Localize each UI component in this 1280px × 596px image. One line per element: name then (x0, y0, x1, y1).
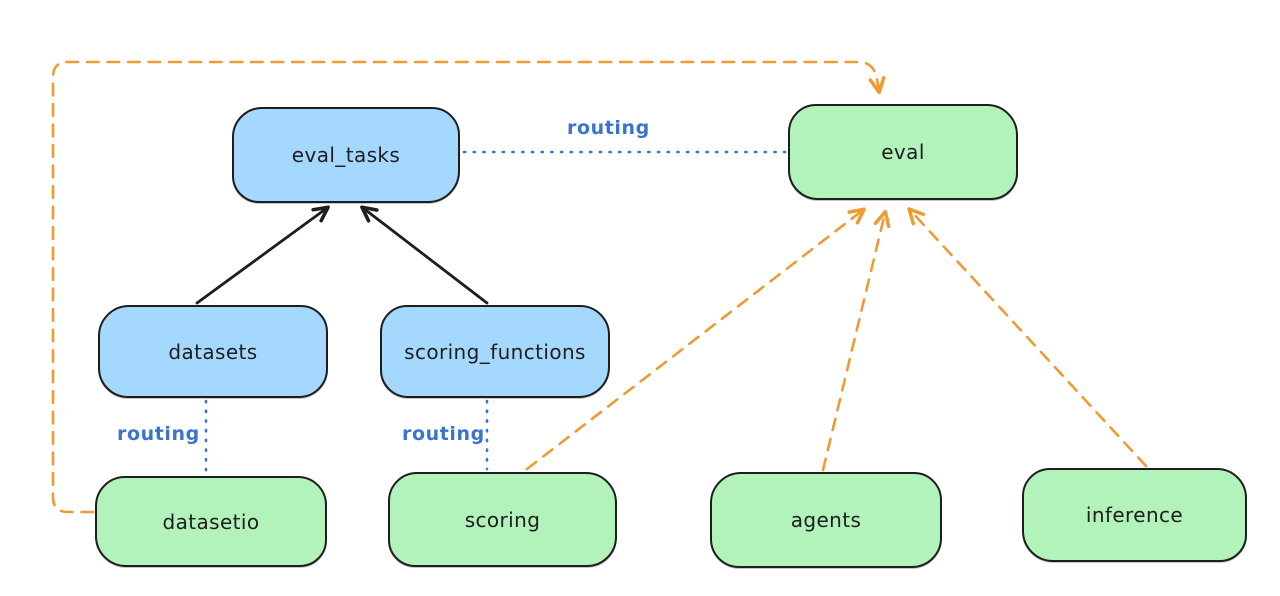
edge-datasetio-to-eval (51, 60, 886, 514)
node-eval: eval (788, 104, 1018, 200)
edge-agents-to-eval (821, 209, 891, 472)
node-eval-tasks: eval_tasks (232, 107, 460, 203)
node-scoring-functions: scoring_functions (380, 305, 610, 398)
edge-label-routing-eval-tasks-eval: routing (567, 117, 650, 139)
node-inference-label: inference (1085, 503, 1184, 527)
edge-scoring-to-eval (525, 207, 866, 471)
node-datasets: datasets (98, 305, 328, 398)
node-inference: inference (1022, 468, 1247, 562)
edge-datasets-to-eval-tasks (195, 205, 330, 305)
node-agents-label: agents (790, 508, 862, 532)
node-eval-tasks-label: eval_tasks (291, 143, 401, 167)
node-agents: agents (710, 472, 942, 568)
node-eval-label: eval (881, 140, 925, 164)
node-scoring-label: scoring (464, 507, 541, 532)
node-scoring: scoring (388, 472, 617, 567)
edge-inference-to-eval (907, 207, 1148, 468)
node-datasetio-label: datasetio (162, 509, 260, 534)
edge-label-routing-datasets-datasetio: routing (117, 423, 200, 445)
node-scoring-functions-label: scoring_functions (404, 339, 586, 364)
edge-label-routing-scoring-functions-scoring: routing (402, 423, 485, 445)
node-datasetio: datasetio (95, 476, 327, 567)
edge-scoring-functions-to-eval-tasks (360, 205, 489, 305)
node-datasets-label: datasets (168, 339, 258, 364)
